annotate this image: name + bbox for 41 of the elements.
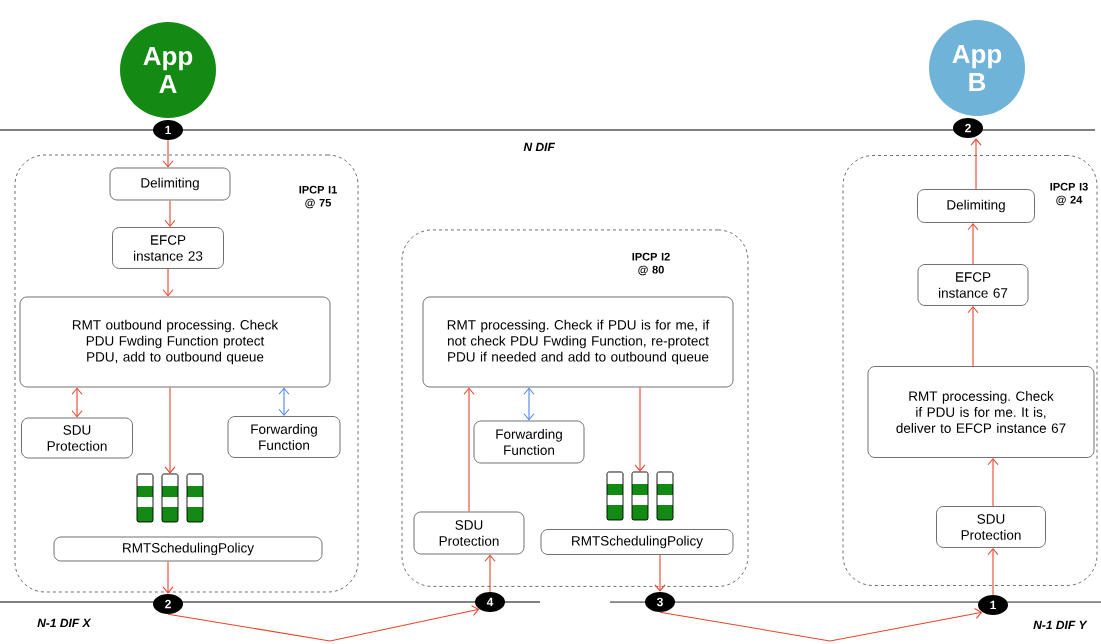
arrow xyxy=(164,386,176,474)
process-box: SDU Protection xyxy=(936,506,1046,548)
arrow xyxy=(167,605,480,642)
arrow xyxy=(987,547,999,596)
arrow xyxy=(463,387,475,513)
process-box: EFCP instance 23 xyxy=(112,227,224,269)
arrow xyxy=(162,268,174,297)
arrow xyxy=(278,387,290,417)
process-box: RMT outbound processing. Check PDU Fwding Function protect PDU, add to outbound queue xyxy=(19,296,331,388)
arrow xyxy=(71,387,83,418)
queue-drawing xyxy=(606,471,674,521)
process-box: SDU Protection xyxy=(21,417,133,459)
queue-drawing xyxy=(136,473,204,523)
process-box: EFCP instance 67 xyxy=(917,264,1029,306)
layer-label: N-1 DIF X xyxy=(37,618,92,628)
process-heading: IPCP I2 @ 80 xyxy=(632,252,670,276)
layer-label: N-1 DIF Y xyxy=(1033,620,1088,630)
process-heading: IPCP I3 @ 24 xyxy=(1050,182,1088,206)
process-box: Forwarding Function xyxy=(227,416,341,458)
arrow xyxy=(967,305,979,367)
arrow xyxy=(484,554,496,593)
process-box: RMTSchedulingPolicy xyxy=(540,529,734,555)
layer-label: N DIF xyxy=(523,142,556,152)
process-box: Delimiting xyxy=(917,189,1035,223)
arrow xyxy=(987,457,999,507)
process-heading: IPCP I1 @ 75 xyxy=(299,185,337,209)
arrow xyxy=(634,386,646,472)
process-box: SDU Protection xyxy=(413,511,525,555)
arrow xyxy=(523,387,535,421)
process-box: Delimiting xyxy=(109,167,231,201)
process-box: RMT processing. Check if PDU is for me, if not check PDU Fwding Function, re-protect PDU if needed and add to outbound queue xyxy=(422,296,734,388)
process-box: RMTSchedulingPolicy xyxy=(53,536,323,562)
arrow xyxy=(659,608,983,642)
arrow xyxy=(162,560,174,594)
arrow xyxy=(164,199,176,228)
arrow xyxy=(654,554,666,592)
process-box: Forwarding Function xyxy=(473,420,585,464)
arrow xyxy=(162,139,174,168)
arrow xyxy=(967,222,979,265)
process-box: RMT processing. Check if PDU is for me. It is, deliver to EFCP instance 67 xyxy=(867,366,1095,458)
arrow xyxy=(970,138,982,190)
